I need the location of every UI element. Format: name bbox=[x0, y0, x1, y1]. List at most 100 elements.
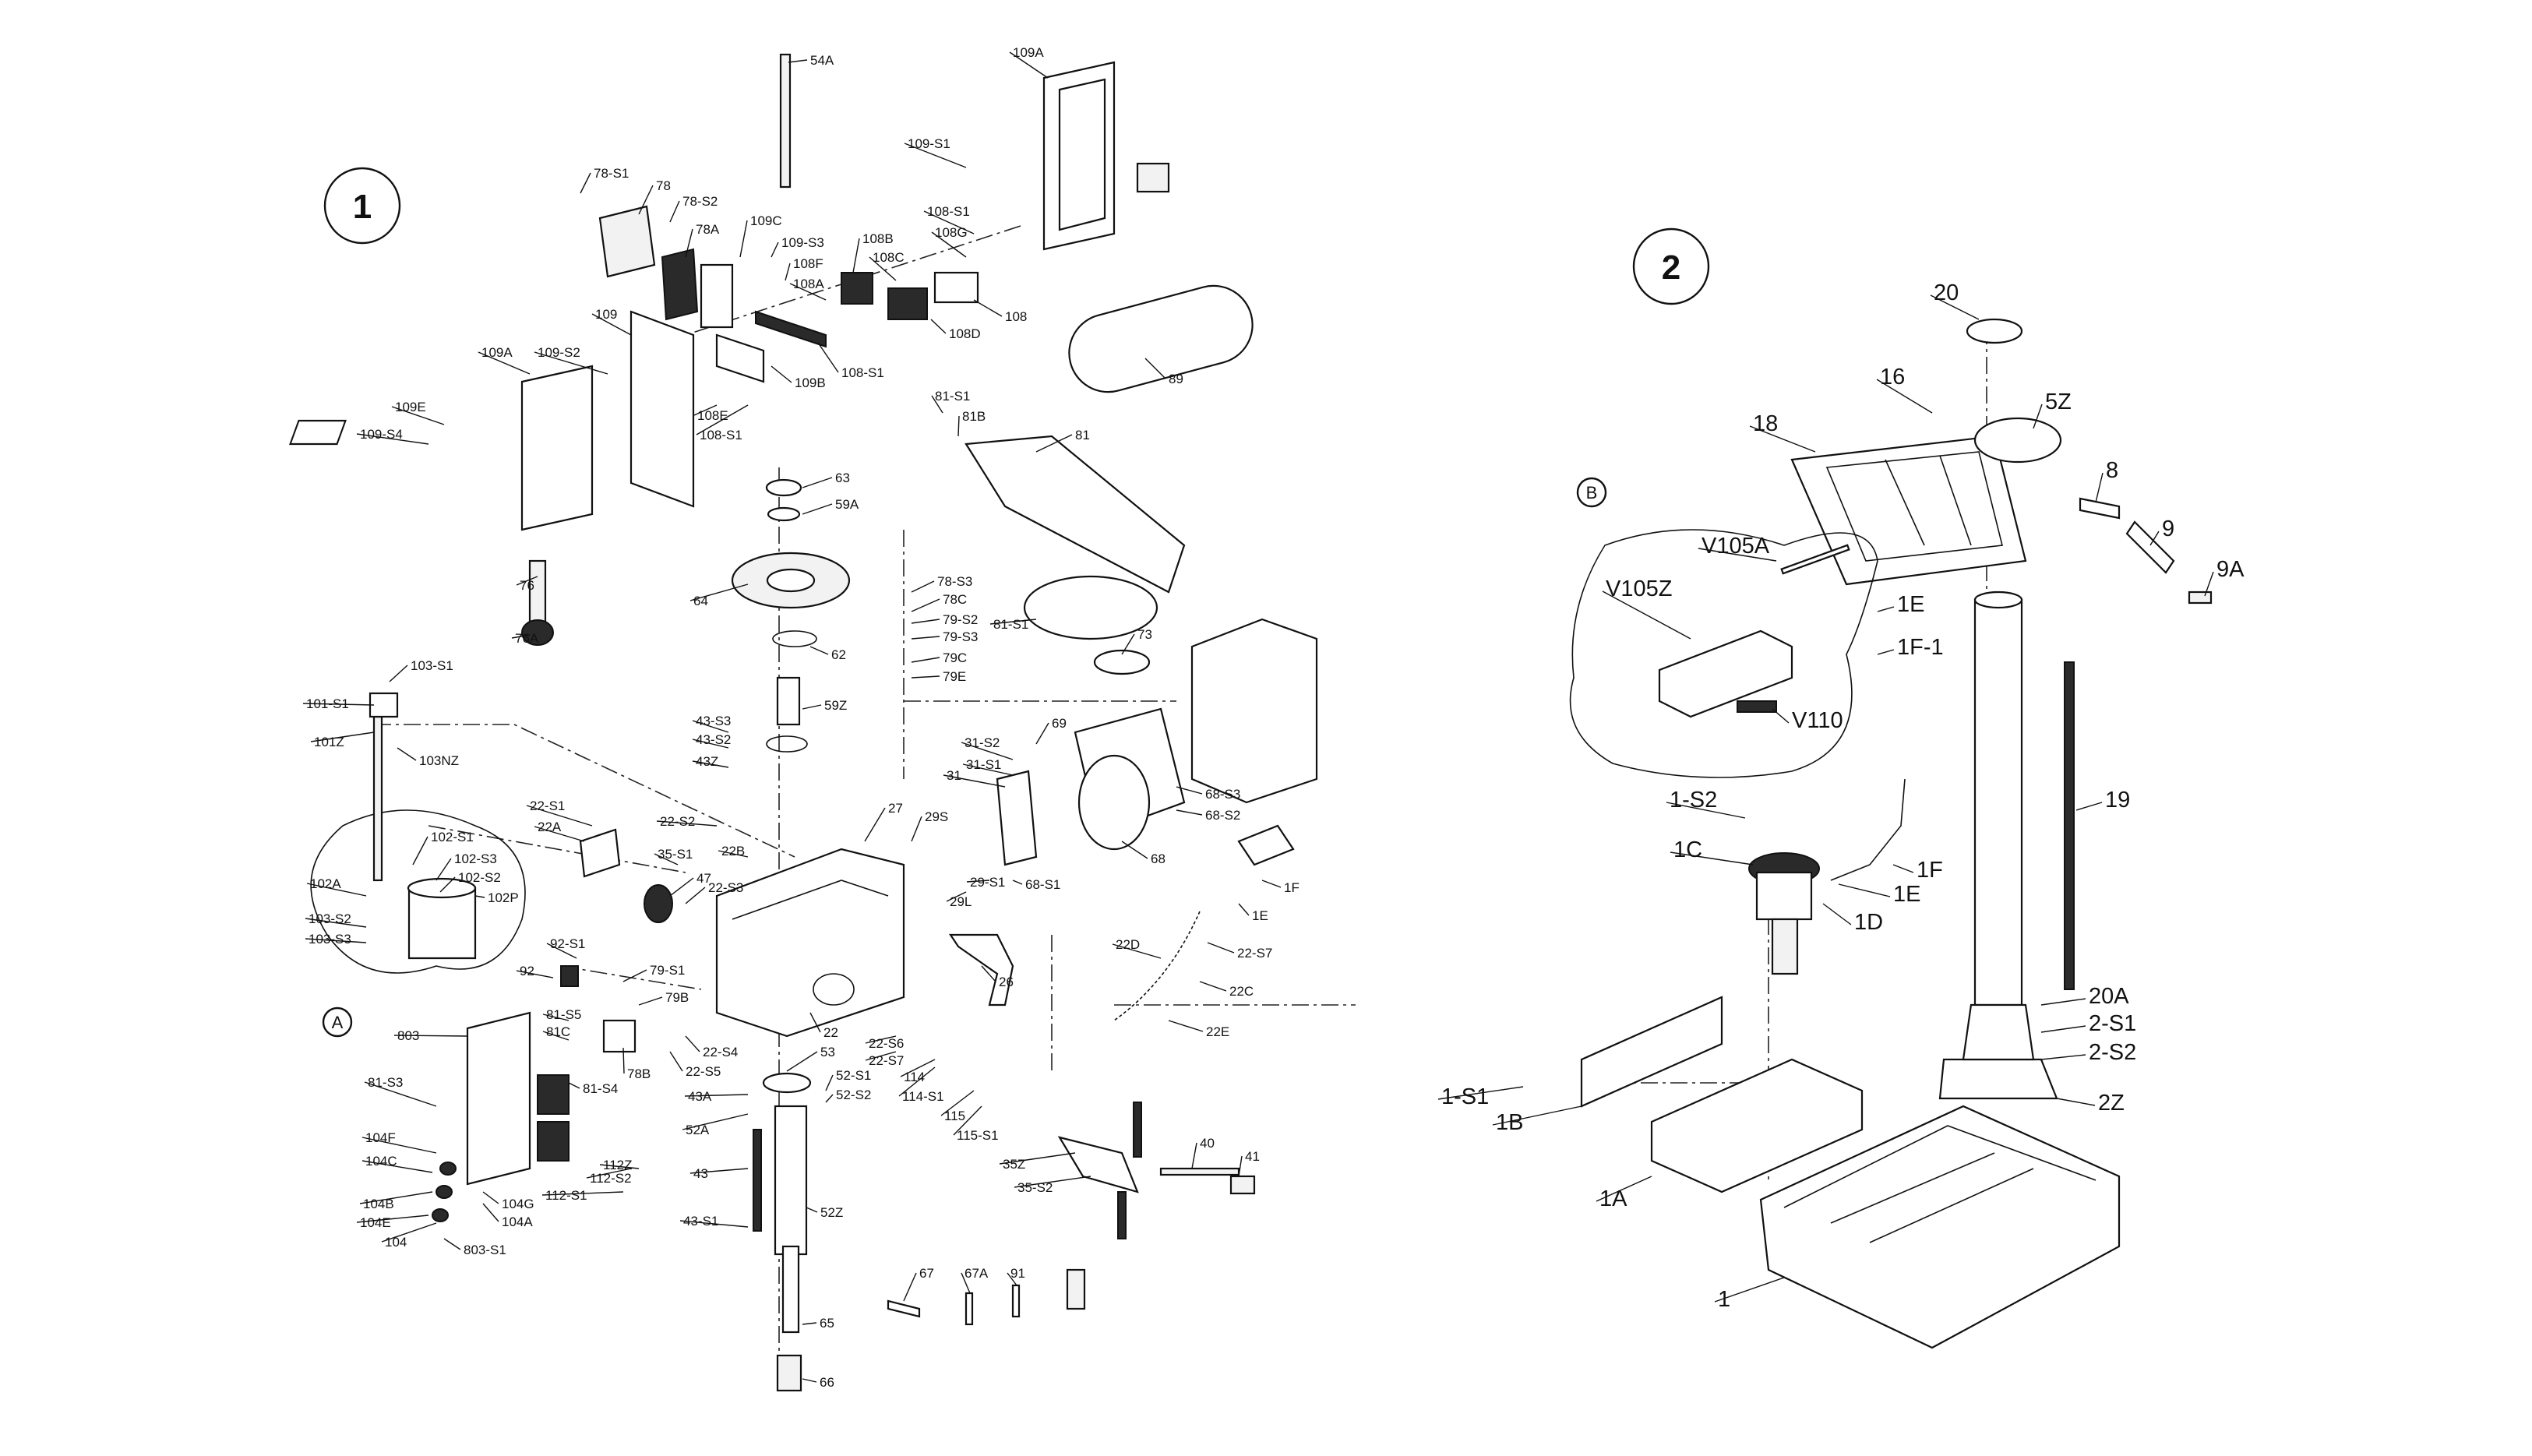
panel1-part-label: 22-S6 bbox=[869, 1036, 904, 1051]
panel1-part-label: 108C bbox=[873, 250, 905, 265]
panel1-part-label: 81-S1 bbox=[993, 617, 1028, 632]
panel1-part-label: 41 bbox=[1245, 1149, 1260, 1164]
panel1-part-label: 22A bbox=[538, 820, 562, 834]
panel1-part-label: 22E bbox=[1206, 1024, 1229, 1039]
panel2-part-label: 2Z bbox=[2098, 1091, 2125, 1116]
panel2-parts bbox=[1569, 318, 2213, 1349]
panel1-leader-line bbox=[911, 598, 940, 612]
panel1-part-label: 1E bbox=[1252, 908, 1268, 923]
panel1-leader-line bbox=[785, 263, 791, 281]
panel1-part-label: 109 bbox=[595, 307, 617, 322]
panel-marker-2: 2 bbox=[1632, 227, 1710, 305]
panel1-part-label: 78B bbox=[627, 1066, 651, 1081]
panel1-part-label: 29L bbox=[950, 894, 972, 909]
panel2-leader-line bbox=[2149, 531, 2160, 546]
panel1-leader-line bbox=[1007, 1272, 1017, 1286]
panel2-part-label: 1E bbox=[1893, 882, 1920, 907]
panel1-leader-line bbox=[689, 583, 749, 601]
panel2-leader-line bbox=[2056, 1098, 2096, 1106]
panel1-leader-line bbox=[580, 172, 591, 194]
panel1-part-label: 73 bbox=[1137, 627, 1152, 642]
panel1-leader-line bbox=[1009, 51, 1049, 79]
panel1-part-label: 108-S1 bbox=[700, 428, 742, 442]
panel1-leader-line bbox=[679, 1220, 749, 1228]
panel1-part-label: 108F bbox=[793, 256, 823, 271]
panel2-part-label: V105Z bbox=[1606, 576, 1672, 601]
panel1-leader-line bbox=[541, 1191, 624, 1196]
panel-number-2: 2 bbox=[1662, 249, 1680, 287]
panel1-leader-line bbox=[1238, 903, 1250, 916]
panel1-part-label: 22-S4 bbox=[703, 1045, 738, 1059]
panel1-part-label: 81B bbox=[962, 409, 986, 424]
panel2-leader-line bbox=[1892, 864, 1914, 873]
panel2-leader-line bbox=[1714, 1277, 1785, 1303]
panel1-leader-line bbox=[534, 826, 585, 842]
panel1-part-label: 22 bbox=[823, 1025, 838, 1040]
panel1-leader-line bbox=[397, 747, 417, 761]
panel1-part-label: 22-S7 bbox=[1237, 946, 1272, 961]
panel1-leader-line bbox=[806, 1207, 818, 1213]
panel1-leader-line bbox=[802, 1322, 817, 1325]
panel1-part-label: 76 bbox=[520, 578, 534, 593]
panel1-leader-line bbox=[999, 1152, 1076, 1165]
panel1-part-label: 59A bbox=[835, 497, 859, 512]
panel1-leader-line bbox=[669, 1051, 683, 1072]
panel1-part-label: 68 bbox=[1151, 851, 1165, 866]
panel2-leader-line bbox=[1877, 606, 1895, 612]
panel1-leader-line bbox=[546, 943, 577, 959]
panel1-leader-line bbox=[568, 1082, 580, 1089]
panel2-part-label: V105A bbox=[1702, 534, 1770, 559]
panel1-part-label: 102-S2 bbox=[458, 870, 501, 885]
panel1-part-label: 68-S3 bbox=[1205, 787, 1240, 802]
panel1-part-label: 52-S1 bbox=[836, 1068, 871, 1083]
panel1-part-label: 53 bbox=[820, 1045, 835, 1059]
panel1-leader-line bbox=[739, 220, 748, 258]
panel1-part-label: 103-S1 bbox=[411, 658, 453, 673]
panel2-leader-line bbox=[1822, 903, 1852, 925]
panel1-leader-line bbox=[1144, 358, 1166, 379]
panel1-part-label: 79E bbox=[943, 669, 966, 684]
panel1-leader-line bbox=[1261, 880, 1282, 888]
panel1-leader-line bbox=[599, 1164, 640, 1169]
panel1-part-label: 78 bbox=[656, 178, 671, 193]
panel1-leader-line bbox=[911, 636, 940, 640]
panel1-leader-line bbox=[865, 1035, 897, 1044]
panel2-part-label: 20A bbox=[2089, 984, 2129, 1009]
panel1-part-label: 79-S2 bbox=[943, 612, 978, 627]
panel2-part-label: 19 bbox=[2105, 788, 2130, 813]
panel1-leader-line bbox=[622, 1047, 625, 1074]
panel1-part-label: 108A bbox=[793, 277, 824, 291]
panel2-part-label: 18 bbox=[1753, 411, 1778, 436]
panel2-leader-line bbox=[2040, 998, 2086, 1006]
panel1-leader-line bbox=[1014, 1176, 1091, 1188]
panel1-part-label: 78-S1 bbox=[594, 166, 629, 181]
panel2-leader-line bbox=[1492, 1105, 1582, 1126]
panel1-part-label: 79C bbox=[943, 650, 967, 665]
panel1-leader-line bbox=[361, 1160, 433, 1173]
panel2-part-label: 1E bbox=[1897, 592, 1924, 617]
panel1-leader-line bbox=[526, 805, 593, 827]
panel1-leader-line bbox=[474, 895, 485, 898]
panel1-leader-line bbox=[310, 732, 375, 742]
panel1-leader-line bbox=[1176, 809, 1203, 816]
panel1-leader-line bbox=[1012, 880, 1023, 885]
panel1-leader-line bbox=[685, 1035, 700, 1052]
panel1-part-label: 108 bbox=[1005, 309, 1027, 324]
panel1-leader-line bbox=[911, 657, 940, 663]
panel1-part-label: 76A bbox=[515, 631, 539, 646]
panel1-part-label: 1F bbox=[1284, 880, 1300, 895]
panel1-leader-line bbox=[534, 351, 608, 375]
panel1-part-label: 104B bbox=[363, 1197, 394, 1211]
panel1-leader-line bbox=[961, 1272, 971, 1294]
panel1-part-label: 35-S1 bbox=[658, 847, 693, 862]
panel1-leader-line bbox=[692, 720, 729, 733]
panel1-leader-line bbox=[638, 185, 654, 215]
panel1-leader-line bbox=[305, 918, 367, 928]
panel2-leader-line bbox=[2040, 1025, 2086, 1033]
panel2-part-label: 9 bbox=[2162, 516, 2174, 541]
panel1-leader-line bbox=[953, 1105, 982, 1136]
panel1-part-label: 112-S1 bbox=[545, 1188, 587, 1203]
panel1-leader-line bbox=[669, 877, 694, 897]
panel2-leader-line bbox=[1666, 802, 1746, 819]
panel1-leader-line bbox=[361, 1137, 437, 1154]
